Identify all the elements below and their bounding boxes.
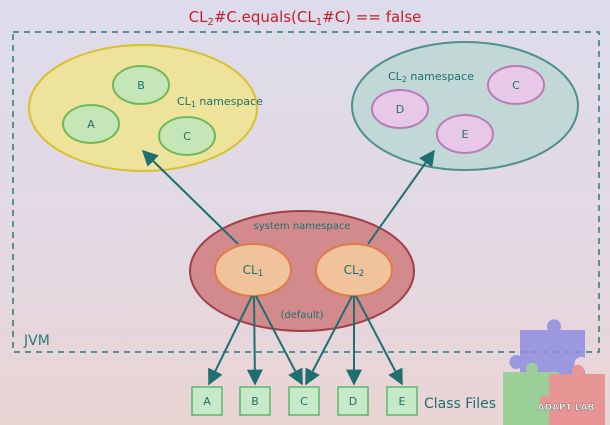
cl1-loader: CL1	[214, 243, 292, 297]
cl1-namespace: CL1 namespace A B C	[28, 44, 263, 172]
svg-text:CL1: CL1	[243, 263, 264, 279]
default-label: (default)	[281, 310, 324, 321]
adapt-lab-logo: ADAPT LAB	[503, 319, 605, 425]
cl2-namespace: CL2 namespace D C E	[351, 41, 579, 171]
cl1-namespace-label: CL1 namespace	[177, 95, 263, 109]
svg-text:D: D	[349, 395, 357, 408]
cl1-class-c: C	[158, 116, 216, 156]
arrow-cl1-file-c	[255, 295, 303, 386]
svg-text:A: A	[87, 118, 95, 131]
arrow-cl2-file-e	[355, 295, 403, 386]
diagram-title: CL2#C.equals(CL1#C) == false	[189, 8, 422, 28]
cl2-namespace-label: CL2 namespace	[388, 70, 474, 84]
svg-text:C: C	[512, 79, 520, 92]
svg-text:D: D	[396, 103, 404, 116]
class-files: A B C D E Class Files	[191, 386, 496, 416]
cl2-class-e: E	[436, 114, 494, 154]
cl2-loader: CL2	[315, 243, 393, 297]
arrow-cl2-to-namespace	[367, 149, 435, 245]
arrow-cl1-to-namespace	[141, 149, 239, 245]
arrow-cl1-file-a	[208, 295, 253, 386]
svg-text:B: B	[137, 79, 145, 92]
svg-text:CL2: CL2	[344, 263, 365, 279]
cl2-class-d: D	[371, 89, 429, 129]
svg-text:E: E	[462, 128, 469, 141]
svg-text:B: B	[251, 395, 259, 408]
svg-text:C: C	[300, 395, 308, 408]
arrow-cl1-file-b	[246, 295, 263, 386]
jvm-boundary	[12, 31, 600, 353]
class-files-label: Class Files	[424, 396, 496, 412]
system-namespace-label: system namespace	[253, 221, 350, 232]
jvm-label: JVM	[23, 333, 50, 349]
class-file-d: D	[337, 386, 369, 416]
cl1-load-arrows	[208, 295, 303, 386]
cl1-class-b: B	[112, 65, 170, 105]
cl2-load-arrows	[305, 295, 403, 386]
svg-text:A: A	[203, 395, 211, 408]
puzzle-piece-red-icon	[539, 364, 605, 425]
class-file-e: E	[386, 386, 418, 416]
class-file-b: B	[239, 386, 271, 416]
class-file-c: C	[288, 386, 320, 416]
cl2-class-c: C	[487, 65, 545, 105]
svg-text:C: C	[183, 130, 191, 143]
cl1-class-a: A	[62, 104, 120, 144]
class-file-a: A	[191, 386, 223, 416]
puzzle-piece-green-icon	[503, 362, 559, 425]
arrow-cl2-file-c	[305, 295, 353, 386]
logo-text: ADAPT LAB	[538, 403, 595, 413]
svg-text:E: E	[399, 395, 406, 408]
